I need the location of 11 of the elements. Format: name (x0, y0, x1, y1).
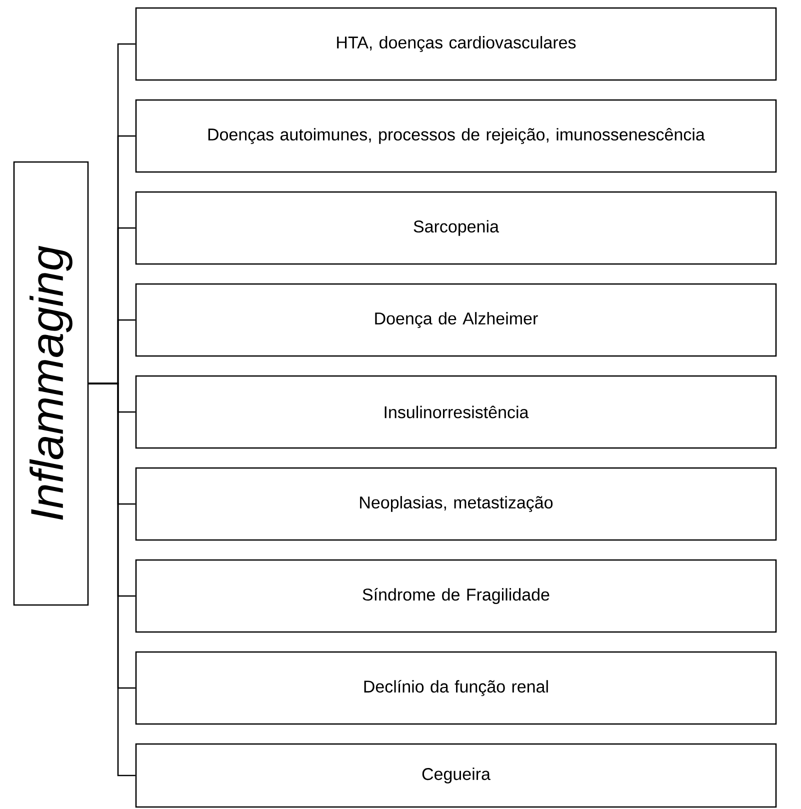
condition-box: Neoplasias, metastização (135, 467, 777, 541)
condition-box: Doença de Alzheimer (135, 283, 777, 357)
condition-box: Sarcopenia (135, 191, 777, 265)
condition-box: HTA, doenças cardiovasculares (135, 7, 777, 81)
condition-box: Insulinorresistência (135, 375, 777, 449)
condition-box: Cegueira (135, 743, 777, 808)
condition-box: Síndrome de Fragilidade (135, 559, 777, 633)
condition-box: Declínio da função renal (135, 651, 777, 725)
condition-box: Doenças autoimunes, processos de rejeição, imunossenescência (135, 99, 777, 173)
title-box: Inflammaging (13, 161, 89, 606)
connector-line (88, 382, 136, 776)
